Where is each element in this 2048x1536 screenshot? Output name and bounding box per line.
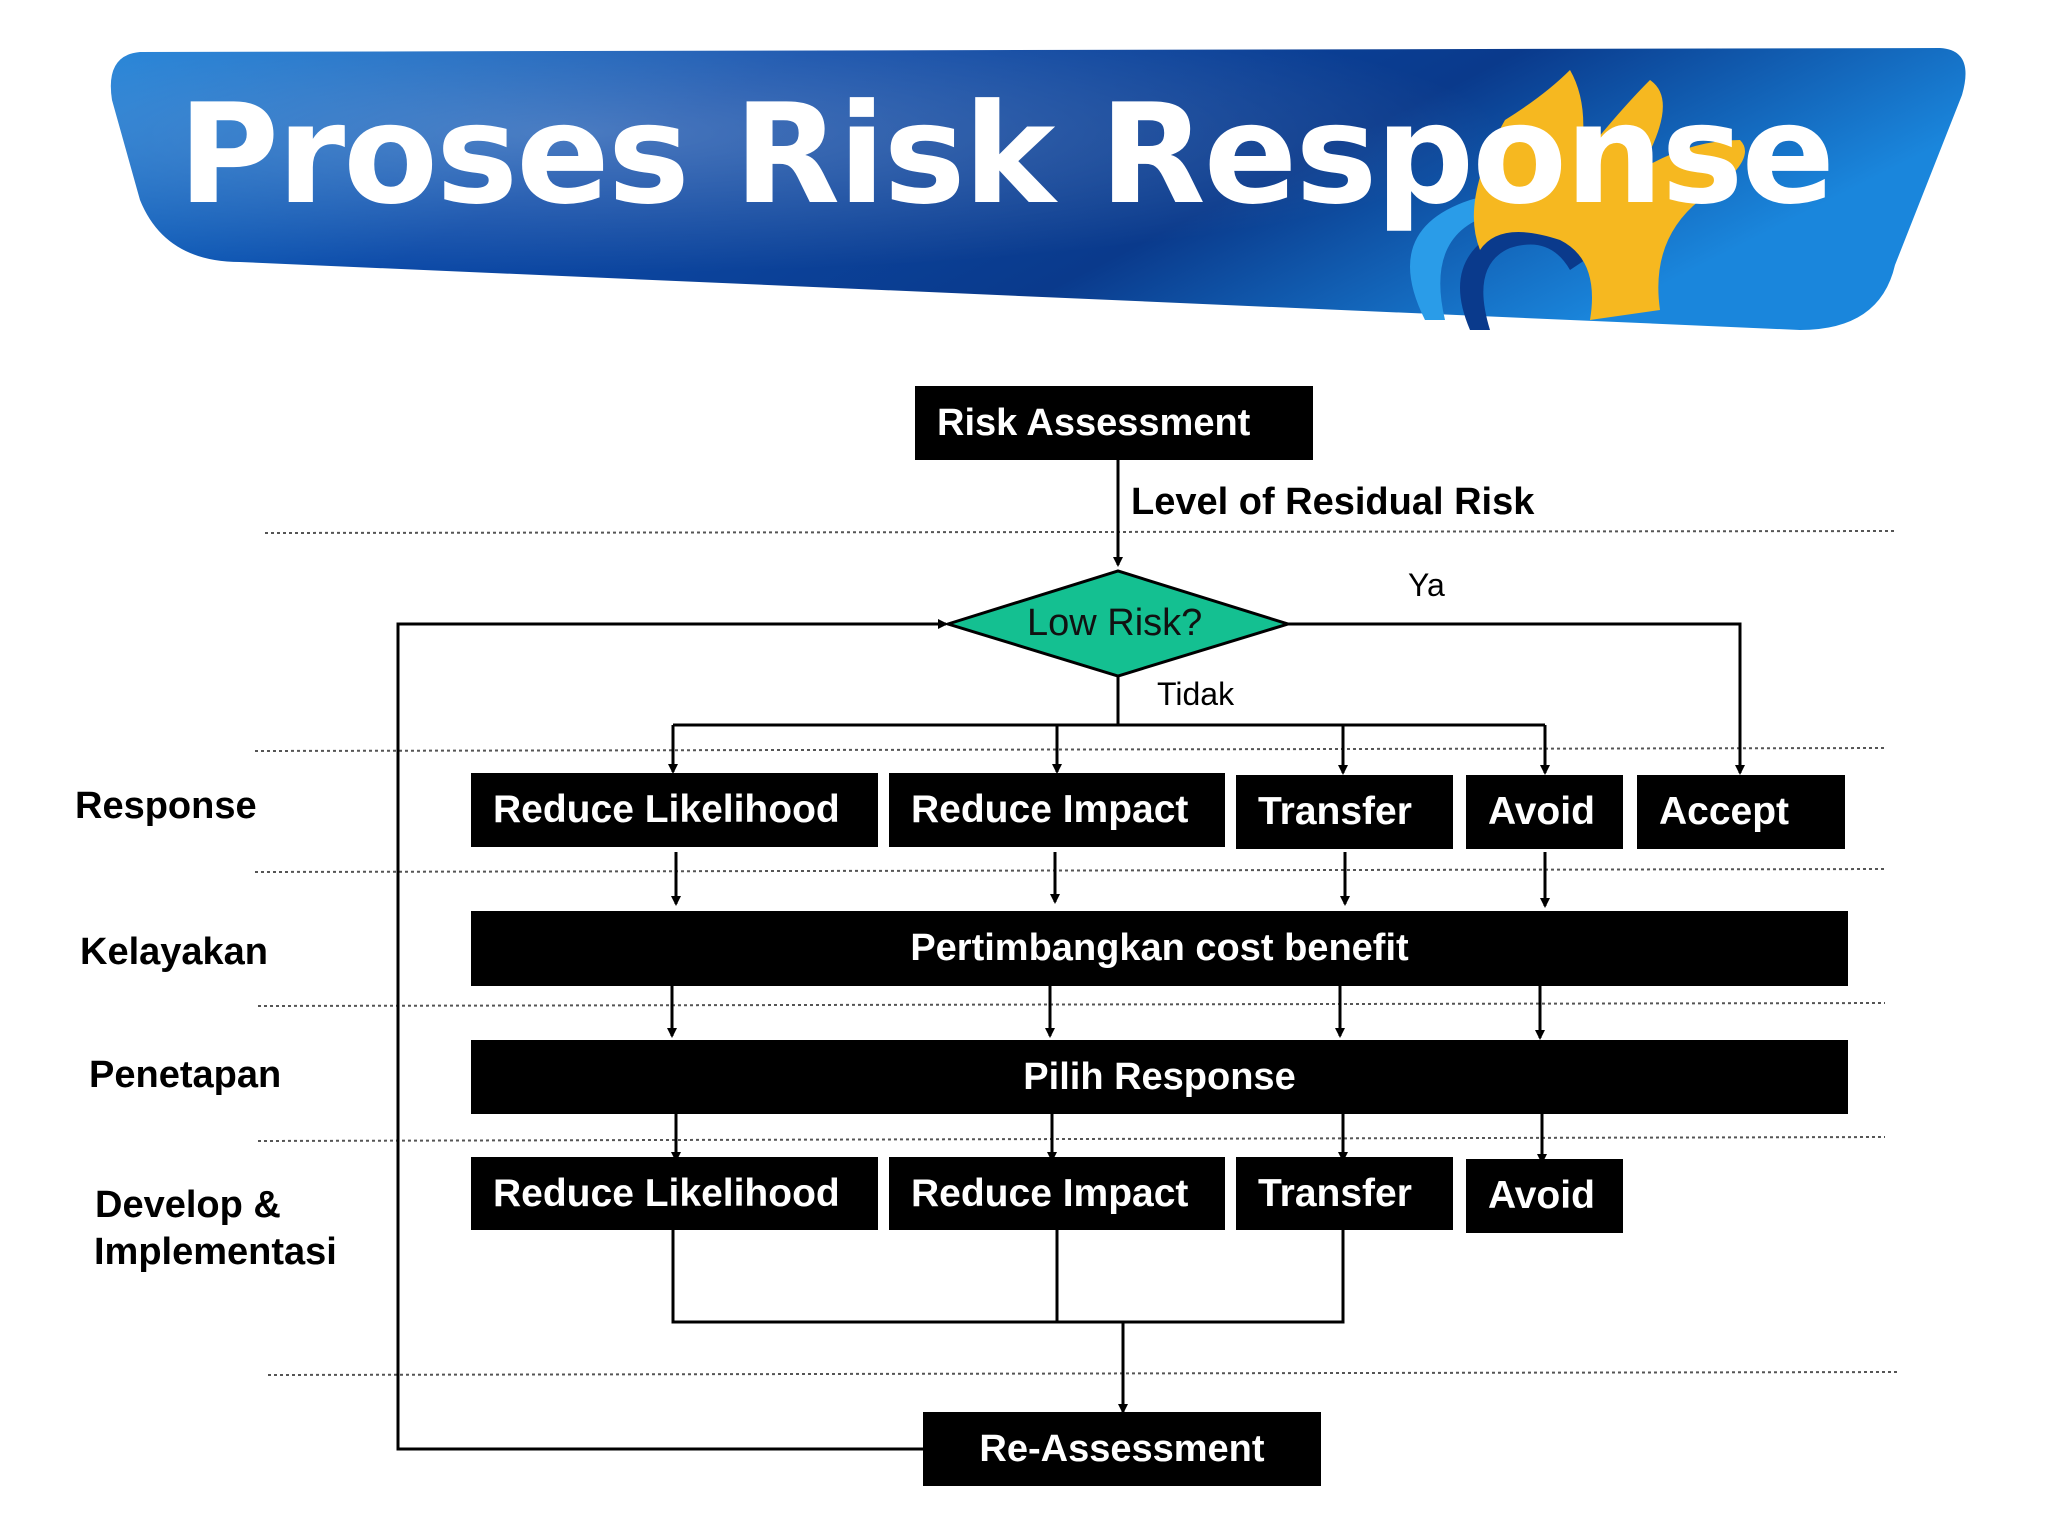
stage-penetapan: Penetapan bbox=[89, 1054, 282, 1096]
no-label: Tidak bbox=[1157, 676, 1235, 712]
response-avoid: Avoid bbox=[1466, 775, 1623, 849]
title-banner bbox=[110, 48, 1966, 330]
impl-reduce-impact: Reduce Impact bbox=[889, 1157, 1225, 1230]
decision-label: Low Risk? bbox=[1027, 602, 1203, 644]
residual-risk-label: Level of Residual Risk bbox=[1131, 481, 1535, 523]
impl-transfer: Transfer bbox=[1236, 1157, 1453, 1230]
reassessment-box: Re-Assessment bbox=[923, 1412, 1321, 1486]
response-transfer: Transfer bbox=[1236, 775, 1453, 849]
page-title: Proses Risk Response bbox=[178, 74, 1835, 235]
impl-avoid: Avoid bbox=[1466, 1159, 1623, 1233]
decision-diamond bbox=[942, 569, 1294, 678]
risk-assessment-box: Risk Assessment bbox=[915, 386, 1313, 460]
stage-kelayakan: Kelayakan bbox=[80, 931, 269, 973]
stage-develop-line1: Develop & bbox=[95, 1184, 281, 1226]
stage-response: Response bbox=[75, 785, 257, 827]
yes-label: Ya bbox=[1408, 567, 1445, 603]
response-reduce-likelihood: Reduce Likelihood bbox=[471, 773, 878, 847]
impl-reduce-likelihood: Reduce Likelihood bbox=[471, 1157, 878, 1230]
logo-icon bbox=[1410, 70, 1745, 330]
choose-response-box: Pilih Response bbox=[471, 1040, 1848, 1114]
response-reduce-impact: Reduce Impact bbox=[889, 773, 1225, 847]
response-accept: Accept bbox=[1637, 775, 1845, 849]
cost-benefit-box: Pertimbangkan cost benefit bbox=[471, 911, 1848, 986]
stage-separators bbox=[254, 530, 1898, 1376]
stage-develop-line2: Implementasi bbox=[94, 1231, 337, 1273]
